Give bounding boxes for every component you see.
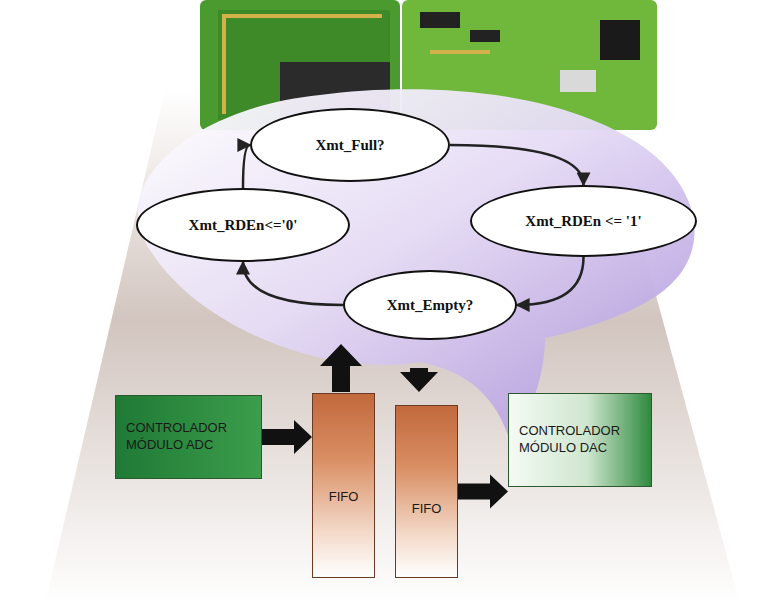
fifo-buffer: FIFO: [395, 405, 458, 578]
node-text: FIFO: [412, 501, 442, 518]
transition-arrow: [243, 262, 343, 305]
data-flow-arrow: [458, 475, 508, 509]
controller-box: CONTROLADOR MÓDULO ADC: [115, 395, 262, 479]
transition-arrow: [517, 257, 584, 305]
node-text: Xmt_RDEn <= '1': [525, 213, 641, 230]
controller-box: CONTROLADOR MÓDULO DAC: [508, 393, 652, 487]
state-ellipse: Xmt_RDEn <= '1': [470, 185, 697, 257]
state-ellipse: Xmt_RDEn<='0': [136, 188, 350, 262]
up-arrow: [320, 344, 362, 392]
node-text: Xmt_Empty?: [387, 297, 474, 314]
node-text: CONTROLADOR MÓDULO DAC: [519, 423, 641, 457]
fifo-buffer: FIFO: [312, 393, 375, 578]
background-trapezoid: [45, 90, 740, 604]
node-text: FIFO: [329, 489, 359, 506]
decision-ellipse: Xmt_Full?: [250, 108, 450, 182]
decision-ellipse: Xmt_Empty?: [343, 270, 517, 340]
transition-arrow: [243, 145, 250, 188]
node-text: CONTROLADOR MÓDULO ADC: [126, 420, 251, 454]
down-arrow: [400, 368, 438, 392]
node-text: Xmt_RDEn<='0': [189, 217, 298, 234]
data-flow-arrow: [262, 420, 312, 454]
node-text: Xmt_Full?: [315, 137, 384, 154]
transition-arrow: [450, 145, 584, 185]
